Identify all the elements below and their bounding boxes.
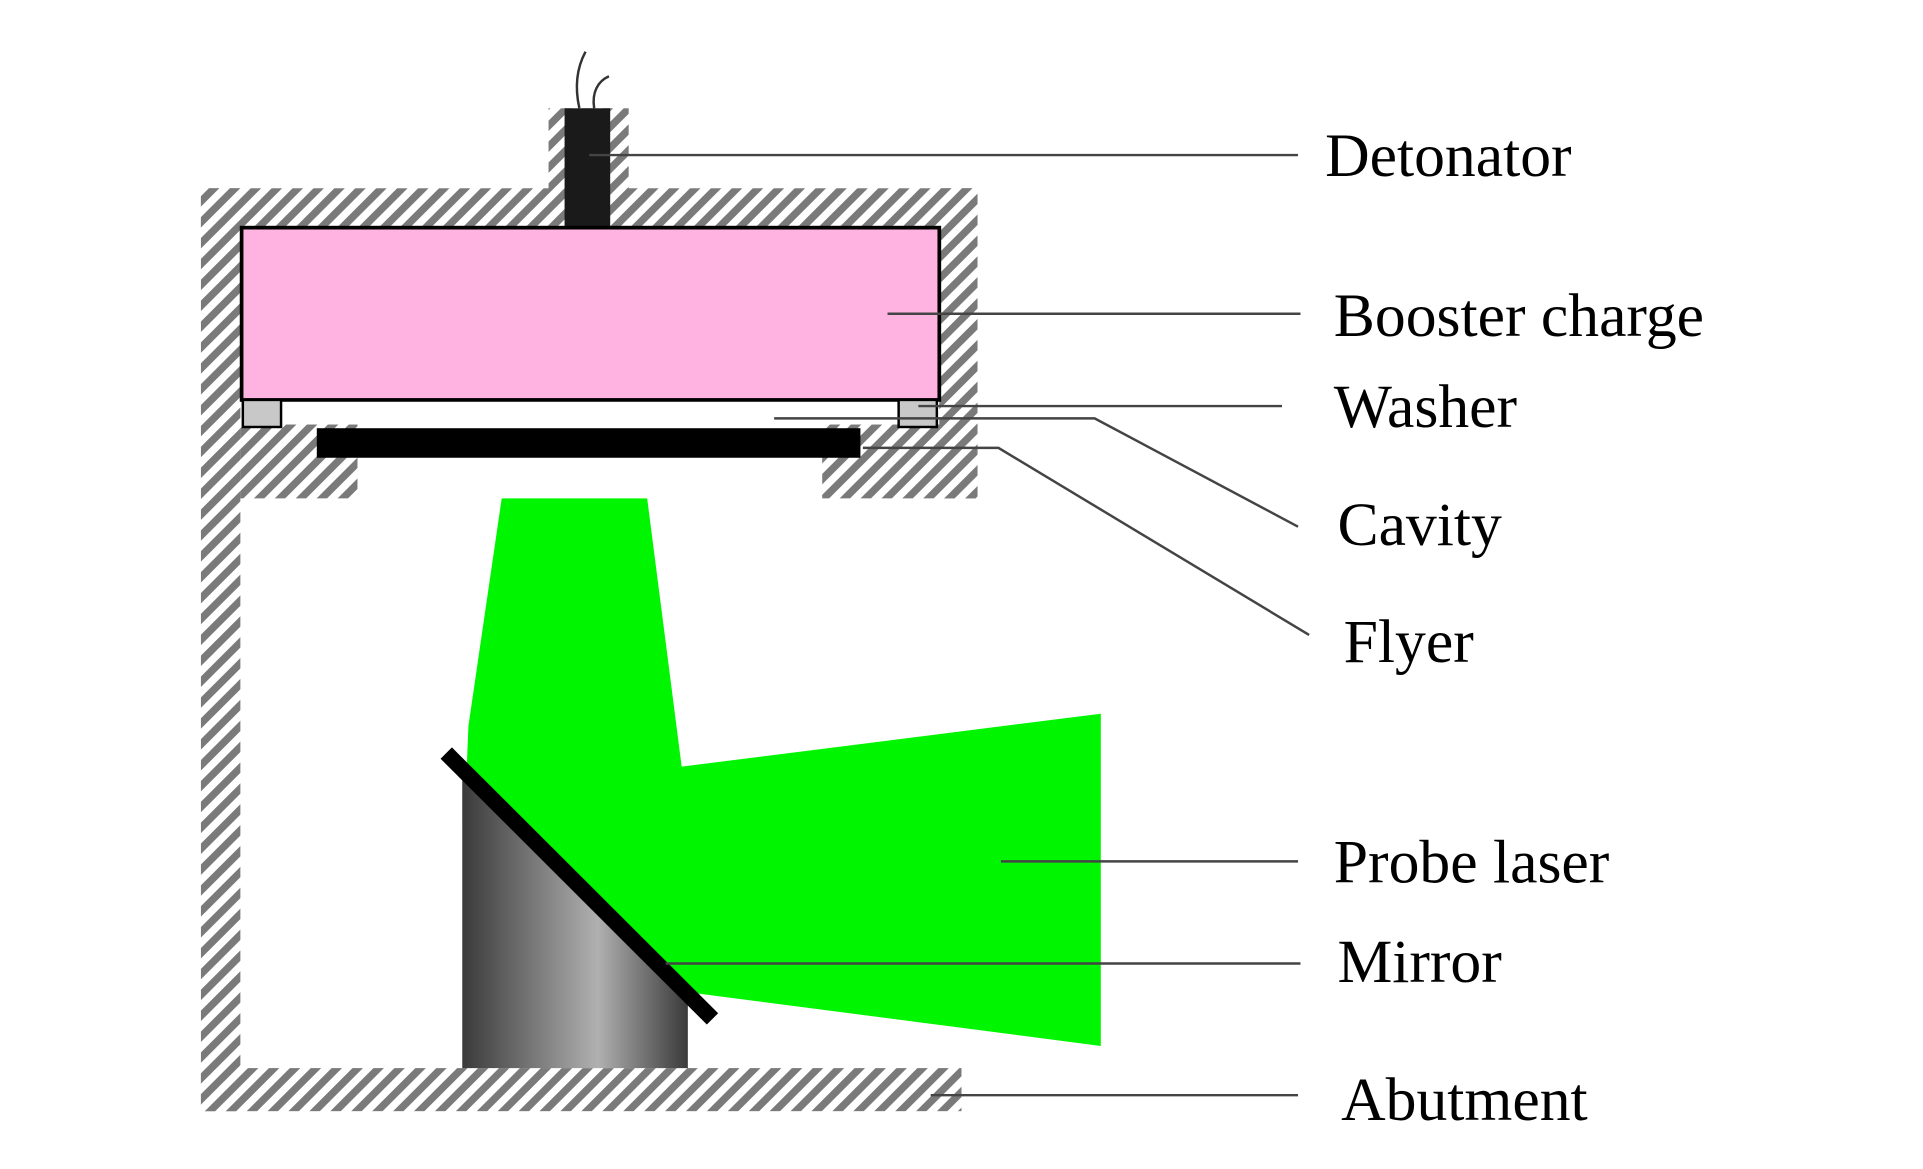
label-cavity: Cavity bbox=[1337, 491, 1502, 559]
mirror-stand bbox=[462, 775, 688, 1069]
label-washer: Washer bbox=[1334, 373, 1517, 441]
probe-laser-beam bbox=[465, 498, 1101, 1046]
washer-left bbox=[241, 398, 283, 429]
label-mirror: Mirror bbox=[1337, 928, 1501, 996]
detonator bbox=[564, 51, 611, 228]
label-abutment: Abutment bbox=[1341, 1066, 1588, 1134]
label-booster-charge: Booster charge bbox=[1334, 282, 1704, 350]
flyer bbox=[316, 428, 861, 458]
leader-lines bbox=[589, 153, 1310, 1097]
mirror bbox=[440, 747, 719, 1025]
label-probe-laser: Probe laser bbox=[1334, 828, 1610, 896]
label-detonator: Detonator bbox=[1325, 122, 1571, 190]
label-flyer: Flyer bbox=[1344, 608, 1474, 676]
booster-charge bbox=[239, 225, 942, 402]
washer-right bbox=[897, 398, 939, 429]
